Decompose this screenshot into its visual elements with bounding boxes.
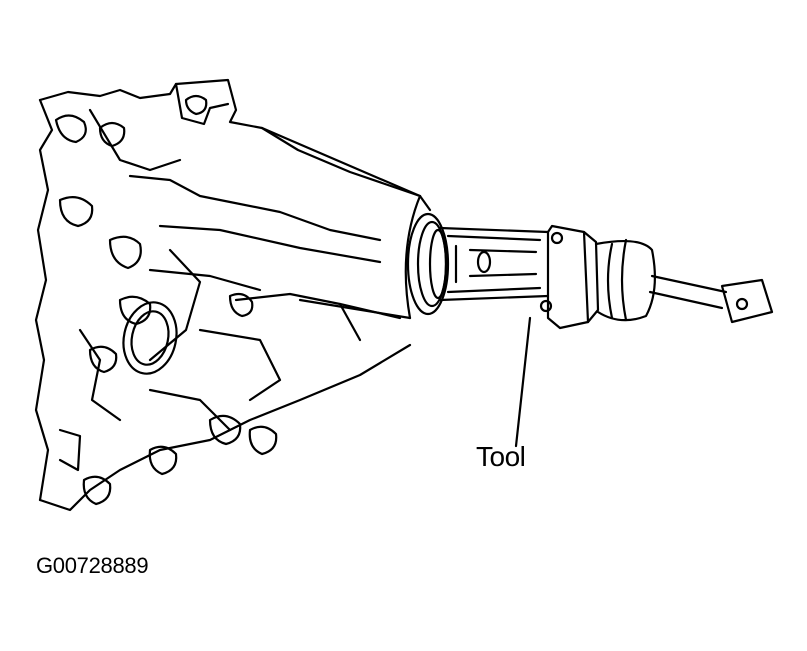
figure-code: G00728889 — [36, 553, 149, 578]
tool-callout-label: Tool — [476, 441, 526, 472]
output-shaft — [438, 226, 550, 302]
housing-seal-ring — [122, 301, 178, 375]
tool-leader-line — [514, 316, 532, 448]
transmission-case — [34, 78, 432, 512]
rear-oil-seal — [406, 212, 450, 316]
special-tool — [539, 224, 774, 330]
extension-housing — [260, 126, 422, 320]
